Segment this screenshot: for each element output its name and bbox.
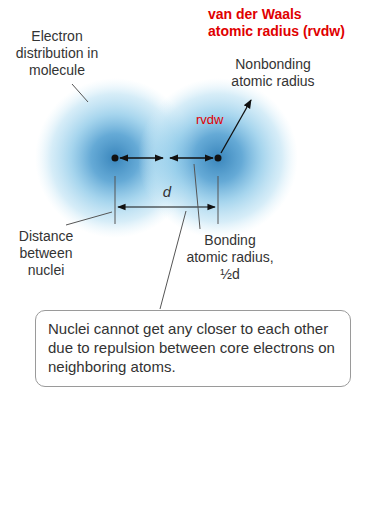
leader-line [160,211,186,309]
leader-line [72,84,88,102]
radius-arrow [120,157,163,158]
nucleus [112,155,119,162]
title-callout: van der Waals atomic radius (rvdw) [208,6,358,40]
callout-text: Nuclei cannot get any closer to each oth… [48,319,338,376]
radius-arrow [221,100,251,153]
symbol-label: rvdw [196,111,230,128]
leader-line [66,212,112,225]
radius-label: Nonbonding atomic radius [214,56,332,90]
dimension-caption: Distance between nuclei [6,228,86,279]
dimension-label: d [160,183,174,200]
dimension-arrow [118,206,215,207]
radius-label: Bonding atomic radius, ½d [184,232,276,283]
radius-arrow [170,157,213,158]
leader-line [194,164,200,229]
dimension-tick [218,176,219,224]
callout-box: Nuclei cannot get any closer to each oth… [35,310,351,387]
nucleus [215,155,222,162]
dimension-tick [115,176,116,224]
region-label: Electron distribution in molecule [6,28,108,79]
